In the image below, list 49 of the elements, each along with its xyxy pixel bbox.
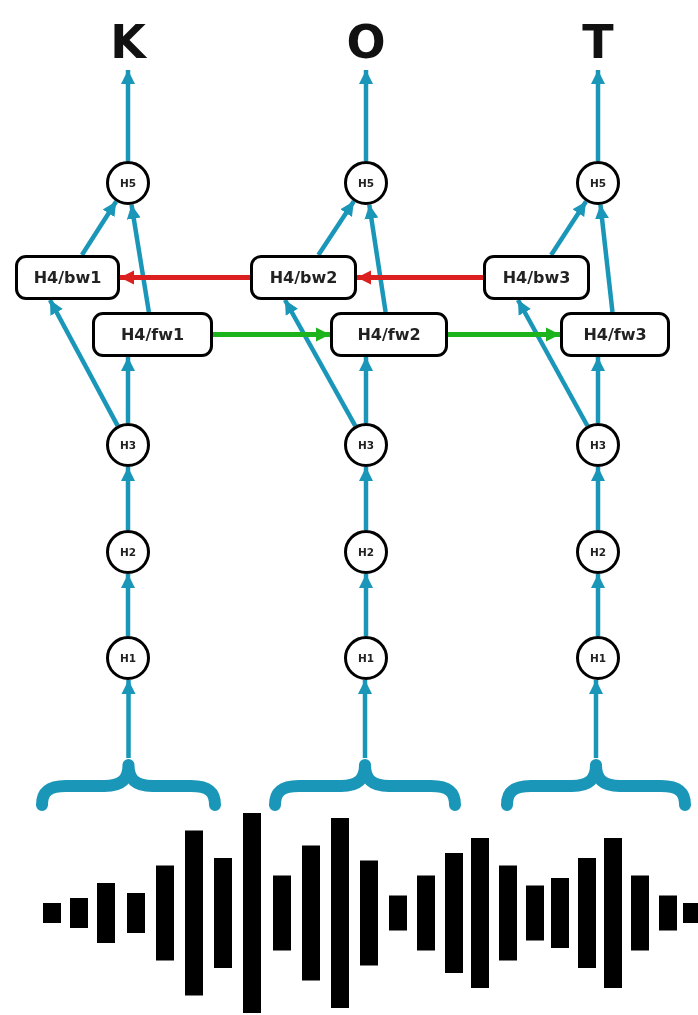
- arrow: [357, 270, 483, 285]
- layer-box: H4/fw2: [330, 312, 448, 357]
- output-letter: T: [568, 14, 628, 70]
- arrow: [121, 680, 136, 758]
- arrow: [48, 298, 120, 427]
- arrow: [126, 204, 152, 313]
- layer-circle: H5: [576, 161, 620, 205]
- layer-box: H4/bw2: [250, 255, 357, 300]
- output-letter: O: [336, 14, 396, 70]
- arrow: [120, 270, 250, 285]
- layer-circle: H1: [576, 636, 620, 680]
- layer-circle: H3: [344, 423, 388, 467]
- arrow: [595, 204, 615, 313]
- arrow: [121, 574, 135, 636]
- arrow: [359, 574, 373, 636]
- arrow: [591, 70, 605, 161]
- arrow: [80, 200, 119, 257]
- layer-box: H4/bw3: [483, 255, 590, 300]
- arrow: [358, 680, 372, 758]
- arrow: [364, 204, 388, 313]
- arrow: [448, 327, 560, 342]
- arrow: [359, 467, 373, 530]
- arrow: [316, 200, 356, 257]
- layer-circle: H1: [106, 636, 150, 680]
- arrow: [359, 357, 373, 423]
- layer-box: H4/fw1: [92, 312, 213, 357]
- arrow: [591, 574, 605, 636]
- arrow: [589, 679, 603, 758]
- layer-circle: H5: [344, 161, 388, 205]
- arrow: [121, 467, 135, 530]
- layer-circle: H2: [576, 530, 620, 574]
- layer-circle: H3: [576, 423, 620, 467]
- layer-circle: H3: [106, 423, 150, 467]
- arrow: [213, 327, 330, 342]
- arrow: [359, 70, 373, 161]
- layer-box: H4/fw3: [560, 312, 670, 357]
- output-letter: K: [98, 14, 158, 70]
- arrow: [591, 467, 605, 530]
- layer-circle: H5: [106, 161, 150, 205]
- layer-box: H4/bw1: [15, 255, 120, 300]
- arrow: [121, 357, 135, 423]
- layer-circle: H2: [344, 530, 388, 574]
- arrow: [516, 298, 590, 427]
- layer-circle: H1: [344, 636, 388, 680]
- arrow: [121, 70, 135, 161]
- arrow: [549, 200, 588, 257]
- layer-circle: H2: [106, 530, 150, 574]
- arrow: [591, 357, 605, 423]
- arrow: [283, 298, 358, 427]
